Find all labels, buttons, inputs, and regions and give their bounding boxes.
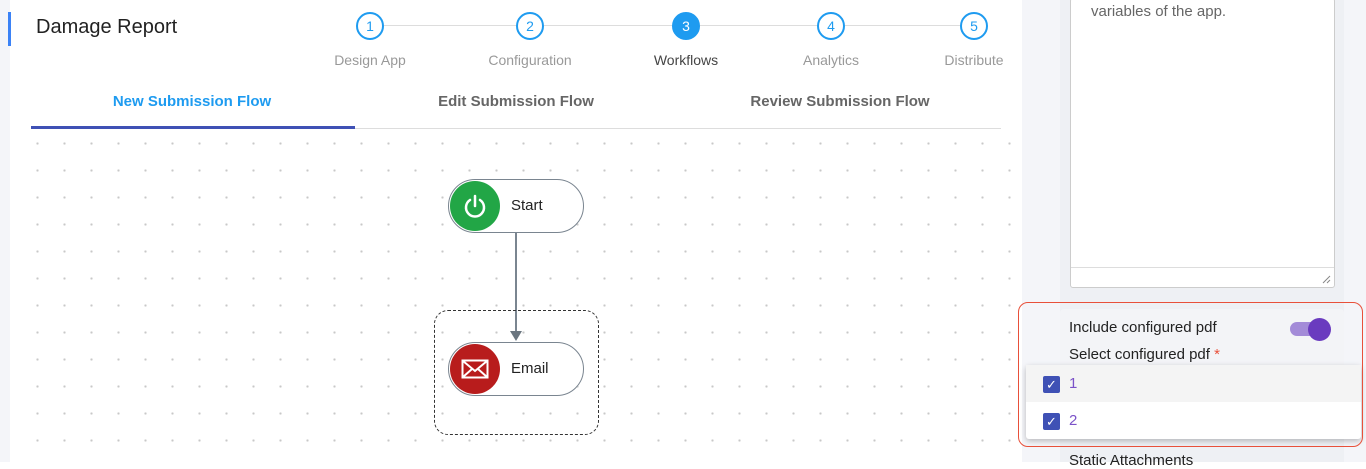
email-node-label: Email xyxy=(511,360,549,377)
tab-divider xyxy=(31,128,1001,129)
step-connector xyxy=(384,25,516,26)
step-5[interactable]: 5 xyxy=(960,12,988,40)
left-strip xyxy=(0,0,10,462)
step-label-design-app[interactable]: Design App xyxy=(334,52,406,68)
step-connector xyxy=(544,25,672,26)
toggle-knob[interactable] xyxy=(1308,318,1331,341)
page-title: Damage Report xyxy=(36,16,178,38)
step-3[interactable]: 3 xyxy=(672,12,700,40)
tab-review-submission-flow[interactable]: Review Submission Flow xyxy=(750,93,930,110)
step-1[interactable]: 1 xyxy=(356,12,384,40)
required-mark: * xyxy=(1214,346,1220,363)
power-icon xyxy=(450,181,500,231)
tab-edit-submission-flow[interactable]: Edit Submission Flow xyxy=(438,93,594,110)
title-accent-bar xyxy=(8,12,11,46)
step-label-distribute[interactable]: Distribute xyxy=(944,52,1004,68)
option-label: 2 xyxy=(1069,412,1078,429)
select-pdf-label-text: Select configured pdf xyxy=(1069,346,1210,363)
pdf-option-1[interactable]: ✓ 1 xyxy=(1026,365,1361,402)
edge-arrowhead xyxy=(510,331,522,341)
textarea-divider xyxy=(1071,267,1334,268)
step-4[interactable]: 4 xyxy=(817,12,845,40)
step-connector xyxy=(700,25,817,26)
step-label-configuration[interactable]: Configuration xyxy=(488,52,572,68)
resize-handle-icon[interactable] xyxy=(1321,274,1331,284)
checkbox-checked-icon[interactable]: ✓ xyxy=(1043,376,1060,393)
start-node-label: Start xyxy=(511,197,543,214)
node-selection-box xyxy=(434,310,599,435)
pdf-option-2[interactable]: ✓ 2 xyxy=(1026,402,1361,439)
start-node[interactable]: Start xyxy=(448,179,584,233)
option-label: 1 xyxy=(1069,375,1078,392)
pdf-dropdown: ✓ 1 ✓ 2 xyxy=(1026,365,1361,439)
message-textarea[interactable]: variables of the app. xyxy=(1070,0,1335,288)
include-pdf-label: Include configured pdf xyxy=(1069,319,1217,336)
envelope-icon xyxy=(450,344,500,394)
tab-new-submission-flow[interactable]: New Submission Flow xyxy=(112,93,272,110)
step-label-workflows[interactable]: Workflows xyxy=(653,52,719,68)
static-attachments-label: Static Attachments xyxy=(1069,452,1194,469)
step-2[interactable]: 2 xyxy=(516,12,544,40)
checkbox-checked-icon[interactable]: ✓ xyxy=(1043,413,1060,430)
highlight-box xyxy=(1018,302,1363,447)
textarea-text: variables of the app. xyxy=(1091,3,1227,20)
step-connector xyxy=(845,25,960,26)
flow-edge xyxy=(515,233,517,333)
email-node[interactable]: Email xyxy=(448,342,584,396)
active-tab-indicator xyxy=(31,126,355,129)
step-label-analytics[interactable]: Analytics xyxy=(802,52,860,68)
select-pdf-label: Select configured pdf * xyxy=(1069,346,1220,363)
